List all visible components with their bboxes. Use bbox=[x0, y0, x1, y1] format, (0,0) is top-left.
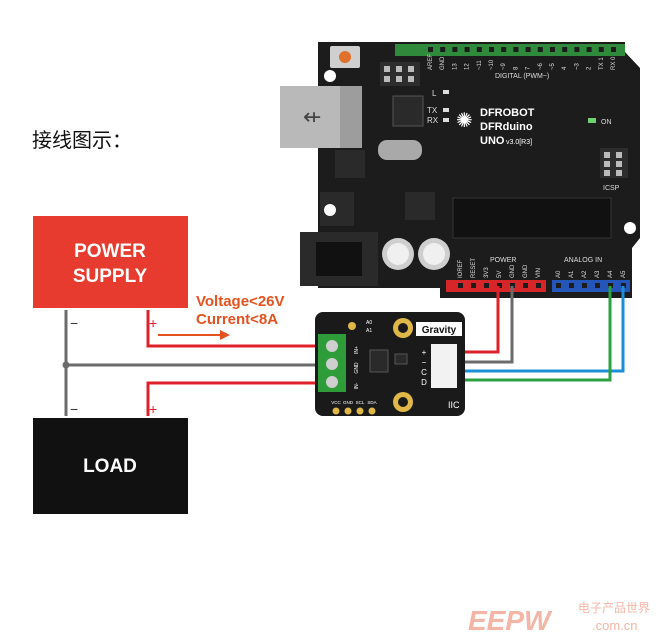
address-label: A1 bbox=[366, 328, 372, 334]
brand-dfrobot: DFROBOT bbox=[480, 107, 535, 119]
brand-dfrduino: DFRduino bbox=[480, 121, 533, 133]
power-pin-label: GND bbox=[510, 264, 516, 278]
iic-label: IIC bbox=[448, 400, 460, 410]
digital-pin-label: 8 bbox=[513, 66, 519, 70]
arrow-icon bbox=[158, 330, 230, 340]
gravity-connector bbox=[431, 344, 457, 388]
on-label: ON bbox=[601, 119, 612, 126]
address-label: A0 bbox=[366, 320, 372, 326]
bottom-pin-label: GND bbox=[343, 400, 354, 405]
power-supply-plus: + bbox=[149, 315, 157, 331]
analog-pin-labels: A0 A1 A2 A3 A4 A5 bbox=[556, 270, 627, 278]
connector-pin-label: − bbox=[422, 358, 427, 367]
analog-label: ANALOG IN bbox=[564, 257, 602, 264]
crystal bbox=[378, 140, 422, 160]
digital-pin-label: ~11 bbox=[477, 60, 483, 70]
connector-pin-label: + bbox=[422, 348, 427, 357]
bottom-pin-label: VCC bbox=[331, 400, 341, 405]
digital-pin-label: ~3 bbox=[574, 62, 580, 70]
power-pin-label: RESET bbox=[471, 258, 477, 278]
led-rx-label: RX bbox=[427, 116, 439, 125]
power-supply-minus: − bbox=[70, 315, 78, 331]
caption-text: 接线图示： bbox=[32, 128, 132, 152]
digital-pin-label: ~9 bbox=[501, 62, 507, 70]
eepw-logo: EEPW bbox=[468, 605, 553, 636]
analog-pin-label: A0 bbox=[556, 270, 562, 278]
digital-pin-label: 4 bbox=[562, 66, 568, 70]
current-annotation: Current<8A bbox=[196, 311, 278, 328]
led-tx-label: TX bbox=[427, 106, 438, 115]
digital-pin-label: 7 bbox=[526, 66, 532, 70]
digital-pin-label: ~5 bbox=[550, 62, 556, 70]
analog-pin-label: A4 bbox=[608, 270, 614, 278]
analog-pin-label: A2 bbox=[582, 270, 588, 278]
brand-version: v3.0[R3] bbox=[506, 139, 532, 146]
terminal-label: IN- bbox=[354, 382, 360, 389]
led-l-label: L bbox=[432, 89, 437, 98]
digital-pin-label: TX 1 bbox=[599, 57, 605, 70]
bottom-pin-label: SCL bbox=[356, 400, 365, 405]
digital-pin-label: GND bbox=[440, 56, 446, 70]
usb-icon: ⇷ bbox=[303, 105, 321, 130]
power-supply-label-1: POWER bbox=[74, 241, 146, 262]
power-label: POWER bbox=[490, 257, 516, 264]
analog-pin-label: A3 bbox=[595, 270, 601, 278]
eepw-site: 电子产品世界 bbox=[578, 601, 650, 615]
power-pin-labels: IOREF RESET 3V3 5V GND GND VIN bbox=[458, 258, 542, 278]
digital-pin-label: RX 0 bbox=[611, 56, 617, 70]
voltage-annotation: Voltage<26V bbox=[196, 293, 285, 310]
gravity-badge bbox=[416, 322, 462, 336]
digital-pin-label: ~10 bbox=[489, 59, 495, 70]
terminal-label: IN+ bbox=[354, 346, 360, 354]
load-minus: − bbox=[70, 401, 78, 417]
digital-label: DIGITAL (PWM~) bbox=[495, 73, 549, 80]
analog-header bbox=[552, 280, 630, 292]
digital-pin-label: 2 bbox=[587, 66, 593, 70]
wires bbox=[62, 286, 625, 416]
power-pin-label: IOREF bbox=[458, 259, 464, 278]
eepw-watermark: EEPW 电子产品世界 .com.cn bbox=[468, 601, 650, 636]
brand-model: UNO bbox=[480, 135, 505, 147]
digital-pin-label: ~6 bbox=[538, 62, 544, 70]
main-chip bbox=[452, 197, 612, 239]
power-pin-label: 5V bbox=[497, 271, 503, 278]
power-pin-label: GND bbox=[523, 264, 529, 278]
load-label: LOAD bbox=[83, 456, 137, 477]
icsp-label: ICSP bbox=[603, 185, 620, 192]
bottom-pin-label: SDA bbox=[367, 400, 376, 405]
power-pin-label: VIN bbox=[536, 268, 542, 278]
load-plus: + bbox=[149, 401, 157, 417]
analog-pin-label: A1 bbox=[569, 270, 575, 278]
digital-pin-label: 12 bbox=[465, 63, 471, 70]
analog-pin-label: A5 bbox=[621, 270, 627, 278]
power-supply-box bbox=[33, 216, 188, 308]
gravity-label: Gravity bbox=[422, 325, 457, 336]
usb-chip bbox=[392, 95, 424, 127]
connector-pin-label: C bbox=[421, 368, 427, 377]
power-pin-label: 3V3 bbox=[484, 267, 490, 278]
terminal-label: GND bbox=[354, 362, 360, 374]
eepw-url: .com.cn bbox=[592, 618, 638, 633]
arduino-board: ⇷ DIGITAL (PWM~) AREF GND 13 12 ~11 ~10 ~9 8 7 ~6… bbox=[280, 42, 640, 298]
dfrobot-logo-icon: ✺ bbox=[456, 108, 473, 132]
connector-pin-label: D bbox=[421, 378, 427, 387]
digital-pin-labels: AREF GND 13 12 ~11 ~10 ~9 8 7 ~6 ~5 4 ~3 2 TX 1 RX 0 bbox=[428, 54, 617, 70]
power-supply-label-2: SUPPLY bbox=[73, 266, 148, 287]
digital-pin-label: AREF bbox=[428, 54, 434, 70]
load-box bbox=[33, 418, 188, 514]
digital-pin-label: 13 bbox=[452, 63, 458, 70]
